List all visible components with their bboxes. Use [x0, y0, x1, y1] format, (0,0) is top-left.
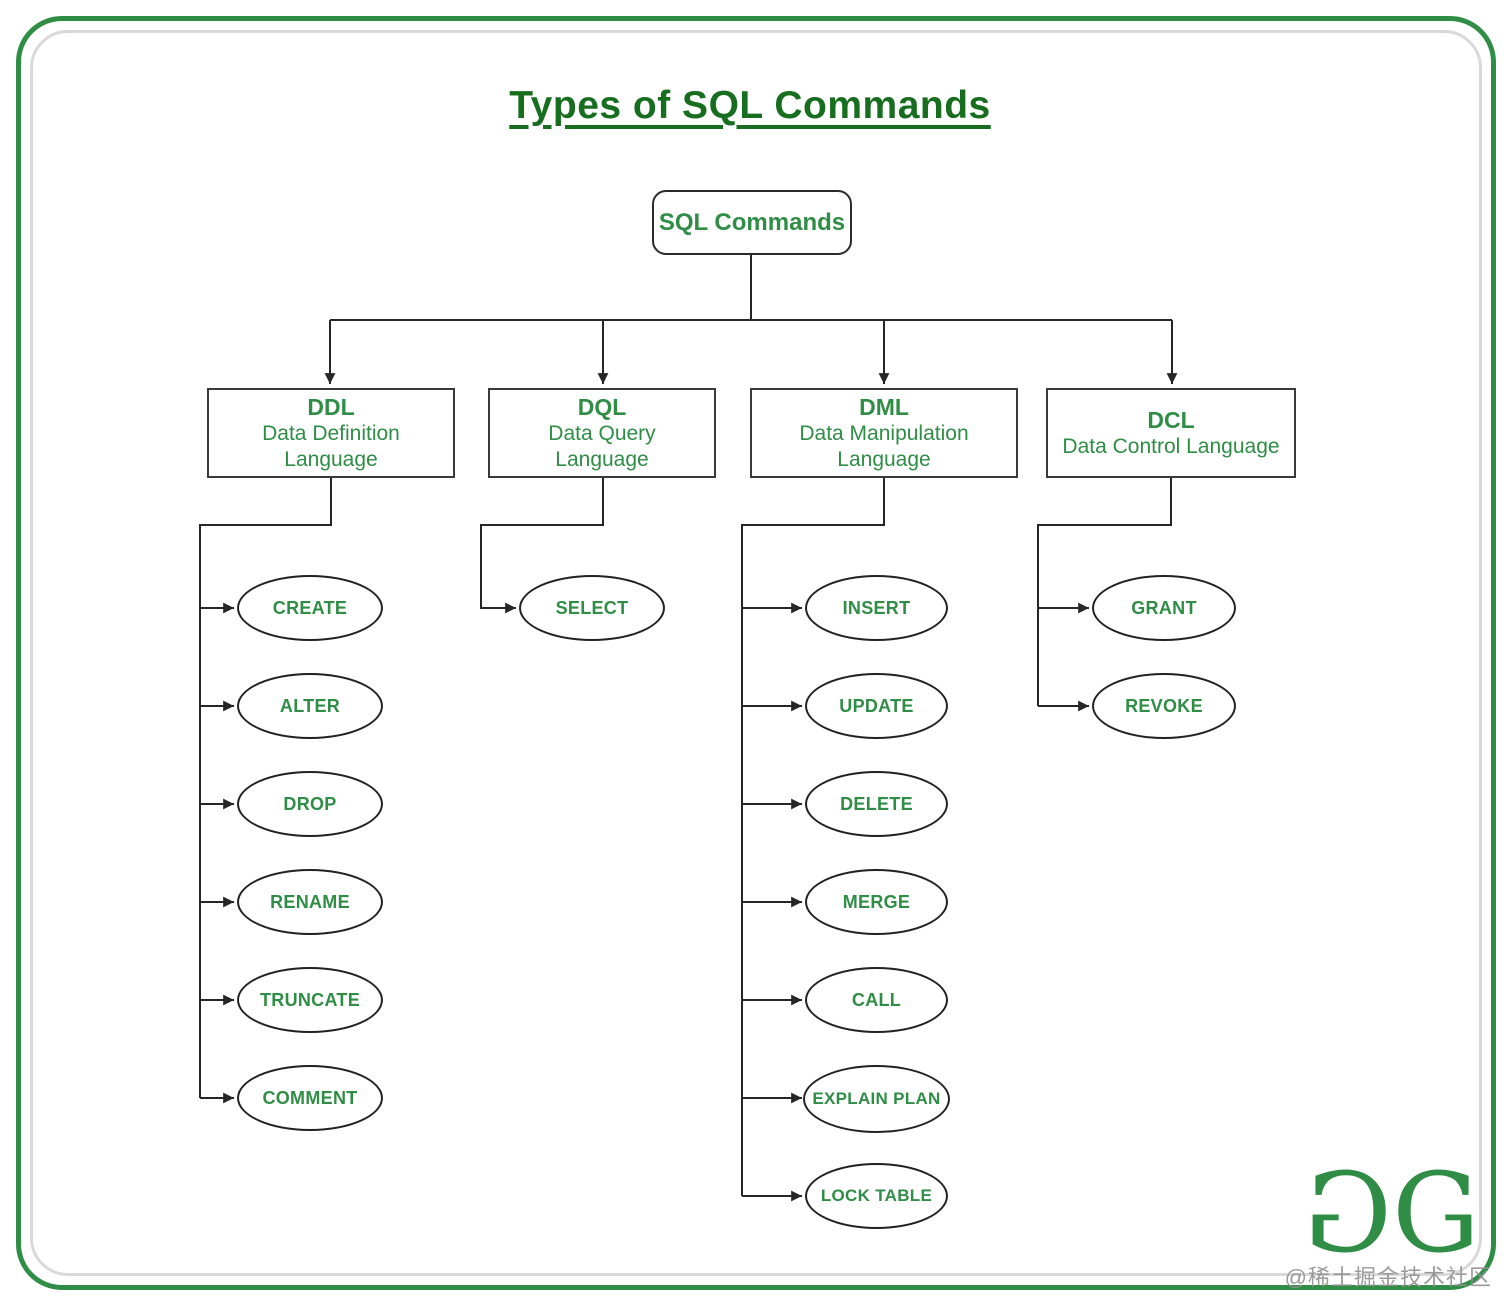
edge-dql-select — [480, 478, 604, 614]
category-box-dml: DML Data Manipulation Language — [750, 388, 1018, 478]
logo-letter-mirrored-g: G — [1312, 1148, 1393, 1277]
command-node-explain-plan: EXPLAIN PLAN — [803, 1065, 950, 1133]
command-label: EXPLAIN PLAN — [812, 1089, 941, 1108]
command-node-select: SELECT — [519, 575, 665, 641]
command-node-comment: COMMENT — [237, 1065, 383, 1131]
command-node-grant: GRANT — [1092, 575, 1236, 641]
edge-dml-spine — [741, 478, 885, 1196]
command-node-rename: RENAME — [237, 869, 383, 935]
command-label: INSERT — [842, 597, 911, 618]
command-label: COMMENT — [262, 1087, 358, 1108]
category-abbr: DCL — [1147, 407, 1195, 434]
command-node-lock-table: LOCK TABLE — [805, 1163, 948, 1229]
command-label: TRUNCATE — [259, 989, 361, 1010]
command-node-call: CALL — [805, 967, 948, 1033]
command-label: UPDATE — [839, 695, 914, 716]
command-label: REVOKE — [1125, 695, 1203, 716]
command-label: CALL — [851, 989, 902, 1010]
category-name: Data Manipulation Language — [799, 422, 969, 472]
category-box-dql: DQL Data Query Language — [488, 388, 716, 478]
root-node-label: SQL Commands — [658, 208, 846, 236]
command-label: DROP — [283, 793, 337, 814]
command-node-update: UPDATE — [805, 673, 948, 739]
command-label: GRANT — [1131, 597, 1197, 618]
command-node-delete: DELETE — [805, 771, 948, 837]
command-label: ALTER — [279, 695, 341, 716]
category-name: Data Definition Language — [262, 422, 400, 472]
command-node-drop: DROP — [237, 771, 383, 837]
command-node-create: CREATE — [237, 575, 383, 641]
geeksforgeeks-logo: GG — [1312, 1148, 1480, 1277]
command-label: DELETE — [840, 793, 913, 814]
command-node-alter: ALTER — [237, 673, 383, 739]
command-label: CREATE — [272, 597, 348, 618]
command-label: SELECT — [555, 597, 629, 618]
edge-ddl-spine — [199, 478, 332, 1098]
category-abbr: DML — [859, 394, 909, 421]
page-title: Types of SQL Commands — [509, 84, 991, 127]
edge-dcl-spine — [1037, 478, 1172, 706]
command-node-truncate: TRUNCATE — [237, 967, 383, 1033]
command-label: MERGE — [842, 891, 911, 912]
category-box-ddl: DDL Data Definition Language — [207, 388, 455, 478]
command-node-revoke: REVOKE — [1092, 673, 1236, 739]
command-label: RENAME — [270, 891, 350, 912]
command-node-insert: INSERT — [805, 575, 948, 641]
category-abbr: DQL — [577, 394, 627, 421]
category-abbr: DDL — [307, 394, 355, 421]
category-name: Data Control Language — [1062, 435, 1280, 459]
logo-letter-g: G — [1392, 1148, 1480, 1277]
root-node-sql-commands: SQL Commands — [652, 190, 852, 255]
category-name: Data Query Language — [548, 422, 656, 472]
command-label: LOCK TABLE — [820, 1186, 933, 1205]
watermark-text: @稀土掘金技术社区 — [1284, 1265, 1492, 1290]
command-node-merge: MERGE — [805, 869, 948, 935]
category-box-dcl: DCL Data Control Language — [1046, 388, 1296, 478]
